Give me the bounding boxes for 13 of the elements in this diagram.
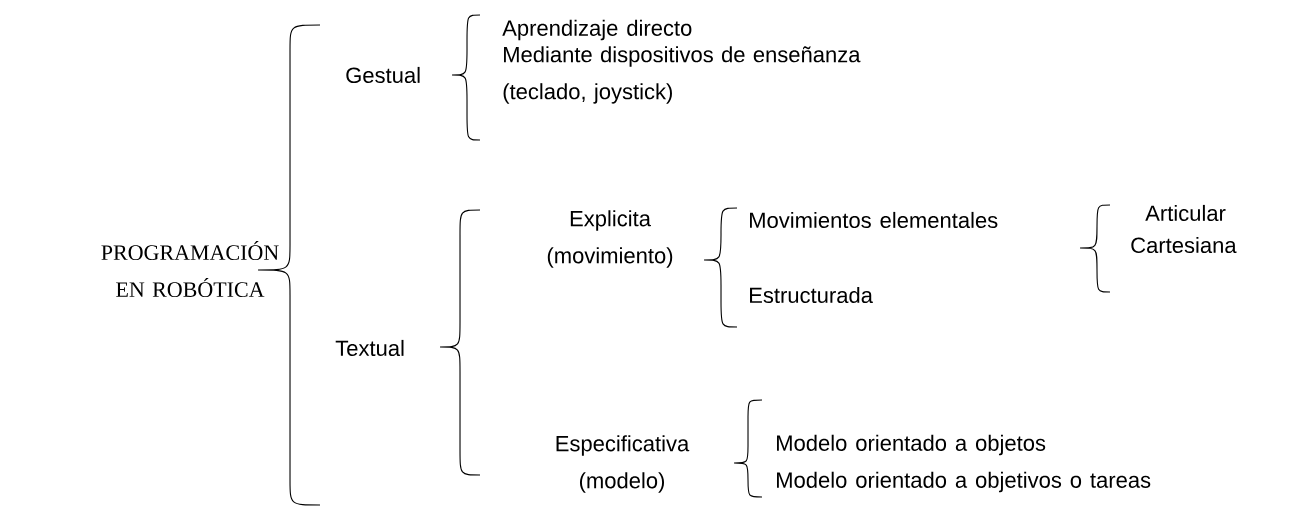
label-text: Explicita (movimiento) [547,210,673,268]
label-text: Mediante dispositivos de enseñanza (teclado, joystick) [503,46,861,104]
label-text: Textual [335,339,404,357]
label-text: Aprendizaje directo [502,19,692,41]
label-text: Gestual [346,66,420,84]
label-text: Articular [1145,204,1226,222]
label-text: Movimientos elementales [750,211,998,229]
label-text: Modelo orientado a objetivos o tareas [777,471,1151,493]
label-text: PROGRAMACIÓN EN ROBÓTICA [101,240,279,298]
label-text: Cartesiana [1131,236,1237,254]
label-text: Modelo orientado a objetos [777,434,1046,456]
label-text: Especificativa (modelo) [556,435,690,493]
label-text: Estructurada [750,286,873,304]
